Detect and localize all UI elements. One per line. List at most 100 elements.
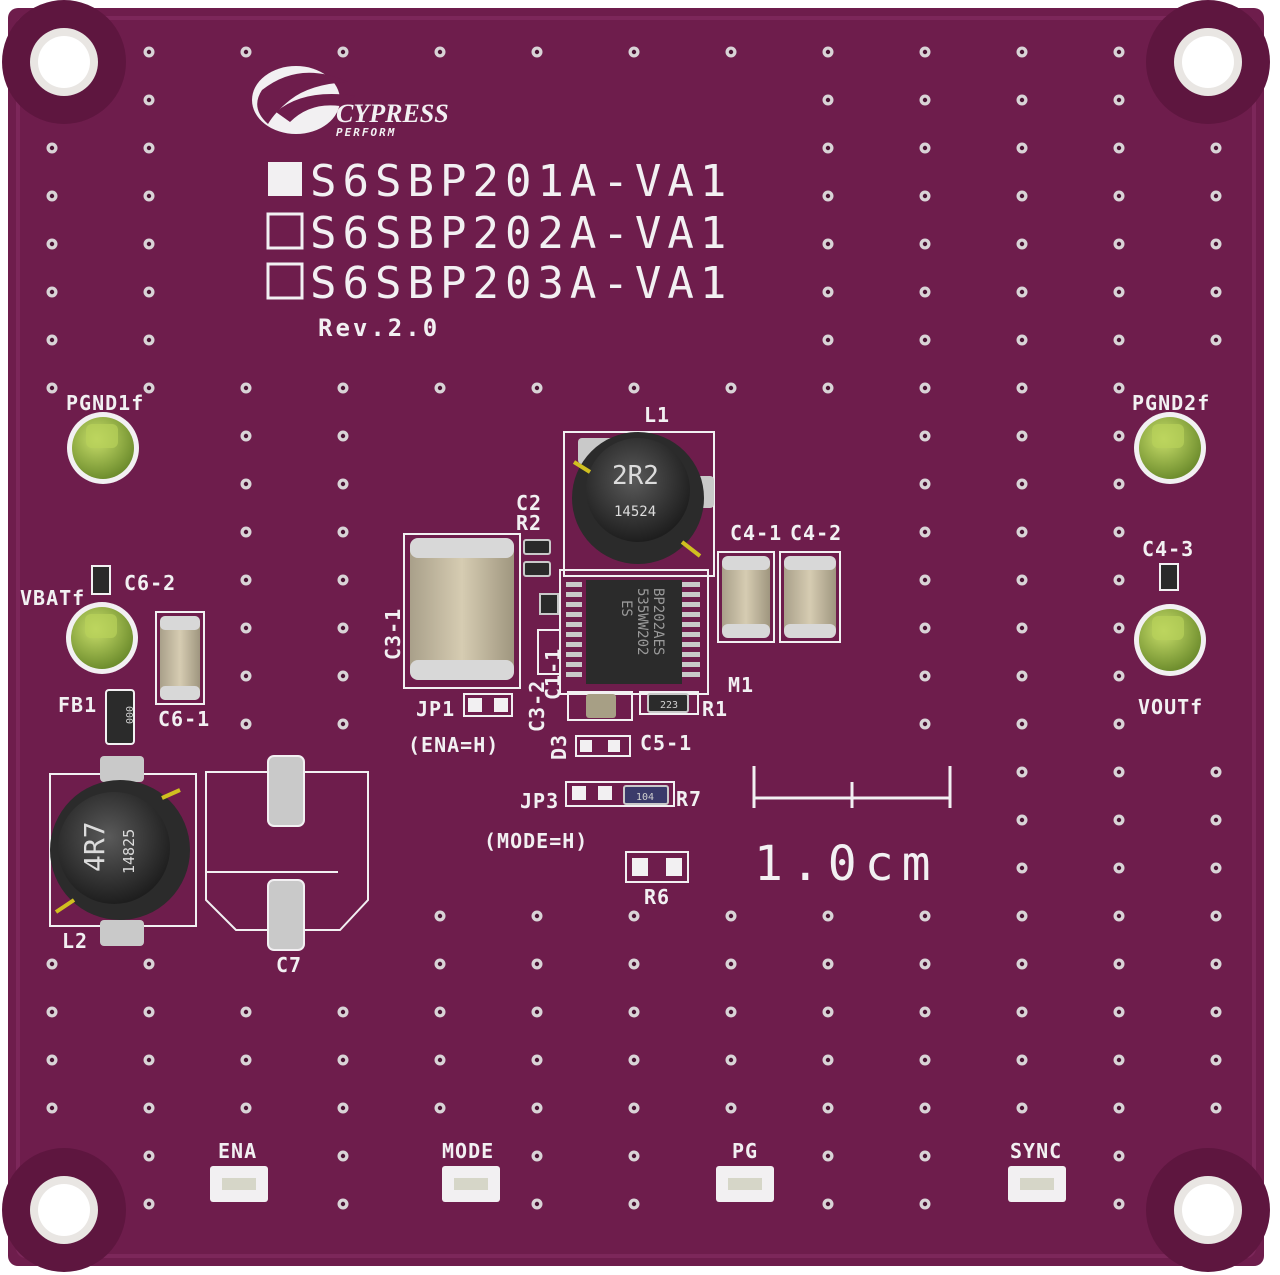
via-hole: [922, 721, 928, 727]
capacitor-c4-1: C4-1: [717, 521, 781, 643]
via-hole: [1019, 97, 1025, 103]
via-hole: [825, 913, 831, 919]
m1-refdes: M1: [728, 673, 754, 697]
via-hole: [825, 1057, 831, 1063]
part-number-list: S6SBP201A-VA1 S6SBP202A-VA1 S6SBP203A-VA…: [266, 156, 726, 342]
mode-hi-label: (MODE=H): [484, 829, 588, 853]
via-hole: [340, 1201, 346, 1207]
via-hole: [922, 193, 928, 199]
ena-hi-label: (ENA=H): [408, 733, 499, 757]
c1-1-refdes: C1-1: [541, 648, 565, 700]
via-hole: [437, 1009, 443, 1015]
via-hole: [243, 433, 249, 439]
via-hole: [146, 97, 152, 103]
ic-pin: [566, 602, 582, 607]
via-hole: [1116, 673, 1122, 679]
ic-pin: [566, 582, 582, 587]
via-hole: [1019, 817, 1025, 823]
resistor-r2: R2: [516, 511, 551, 577]
via-hole: [146, 289, 152, 295]
via-hole: [631, 385, 637, 391]
via-hole: [340, 49, 346, 55]
via-hole: [340, 1009, 346, 1015]
via-hole: [728, 1057, 734, 1063]
via-hole: [146, 241, 152, 247]
via-hole: [922, 673, 928, 679]
via-hole: [1019, 145, 1025, 151]
ic-pin: [682, 662, 700, 667]
via-hole: [631, 1153, 637, 1159]
ena-label: ENA: [218, 1139, 257, 1163]
via-hole: [437, 913, 443, 919]
via-hole: [922, 1105, 928, 1111]
via-hole: [534, 49, 540, 55]
via-hole: [922, 433, 928, 439]
via-hole: [340, 433, 346, 439]
c7-refdes: C7: [276, 953, 302, 977]
capacitor-c1-1: C1-1: [537, 629, 565, 700]
resistor-r1: 223 R1: [639, 691, 727, 721]
logo-tagline: PERFORM: [336, 126, 396, 139]
ic-pin: [566, 662, 582, 667]
via-hole: [243, 1009, 249, 1015]
via-hole: [922, 577, 928, 583]
l2-value: 4R7: [78, 821, 111, 872]
via-hole: [922, 1009, 928, 1015]
via-hole: [1213, 1057, 1219, 1063]
via-hole: [1019, 289, 1025, 295]
via-hole: [49, 145, 55, 151]
via-hole: [243, 721, 249, 727]
c3-2-refdes: C3-2: [525, 680, 549, 732]
ic-pin: [682, 622, 700, 627]
d3-refdes: D3: [547, 734, 571, 760]
header-sync: SYNC: [1008, 1139, 1066, 1202]
via-hole: [728, 1105, 734, 1111]
via-hole: [340, 529, 346, 535]
ic-pin: [566, 652, 582, 657]
test-point-pgnd2: PGND2f: [1132, 391, 1209, 484]
via-hole: [922, 481, 928, 487]
via-hole: [340, 481, 346, 487]
via-hole: [922, 529, 928, 535]
ic-pin: [682, 632, 700, 637]
via-hole: [437, 49, 443, 55]
ic-pin: [682, 582, 700, 587]
via-hole: [534, 1153, 540, 1159]
via-hole: [243, 673, 249, 679]
via-hole: [1116, 481, 1122, 487]
via-hole: [631, 1201, 637, 1207]
via-hole: [146, 145, 152, 151]
c4-3-refdes: C4-3: [1142, 537, 1194, 561]
capacitor-c4-3: C4-3: [1142, 537, 1194, 591]
test-point-pgnd1: PGND1f: [66, 391, 143, 484]
via-hole: [1116, 817, 1122, 823]
ic-pin: [682, 592, 700, 597]
via-hole: [437, 961, 443, 967]
via-hole: [922, 385, 928, 391]
jumper-jp3: JP3 (MODE=H): [484, 781, 675, 853]
via-hole: [534, 961, 540, 967]
inductor-l1: L1 2R2 14524: [563, 403, 715, 577]
via-hole: [340, 625, 346, 631]
via-hole: [825, 145, 831, 151]
jumper-jp1: JP1 (ENA=H): [408, 693, 513, 757]
via-hole: [631, 1105, 637, 1111]
via-hole: [825, 1201, 831, 1207]
via-hole: [922, 913, 928, 919]
ic-pin: [682, 672, 700, 677]
via-hole: [1116, 1105, 1122, 1111]
via-hole: [1116, 385, 1122, 391]
via-hole: [437, 1105, 443, 1111]
c2-refdes: C2: [516, 491, 542, 515]
capacitor-c2: C2: [516, 491, 551, 555]
via-hole: [1019, 1057, 1025, 1063]
via-hole: [1019, 481, 1025, 487]
via-hole: [146, 385, 152, 391]
ic-pin: [682, 602, 700, 607]
l1-refdes: L1: [644, 403, 670, 427]
via-hole: [49, 1105, 55, 1111]
via-hole: [437, 1057, 443, 1063]
c6-2-refdes: C6-2: [124, 571, 176, 595]
via-hole: [1019, 577, 1025, 583]
